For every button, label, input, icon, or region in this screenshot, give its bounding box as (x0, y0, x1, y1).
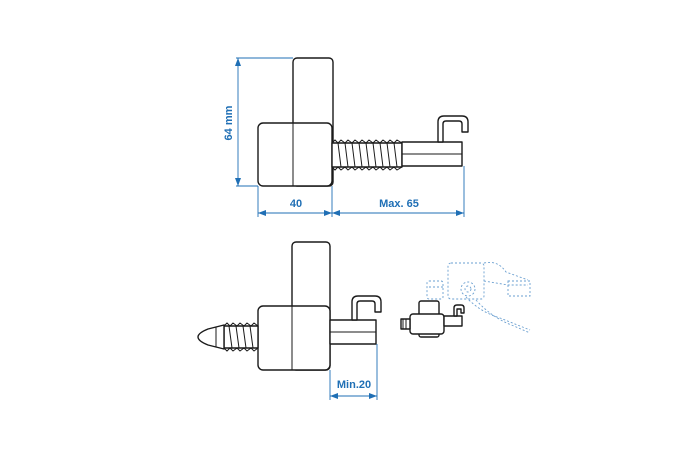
threaded-shaft (223, 322, 259, 352)
top-view-extended (257, 57, 469, 187)
bottom-view-retracted (197, 241, 382, 371)
min-length-label: Min.20 (337, 379, 371, 391)
threaded-shaft (331, 139, 403, 171)
width-label: 40 (290, 198, 302, 210)
mini-hook (453, 304, 465, 317)
hook (351, 295, 382, 321)
mini-pin (443, 315, 463, 327)
cone-tip (197, 324, 225, 350)
mounting-illustration (400, 261, 531, 338)
max-length-label: Max. 65 (379, 198, 419, 210)
knob-body (257, 122, 333, 187)
mini-knob (409, 313, 445, 335)
dimension-min (329, 344, 378, 400)
dimension-height (235, 57, 293, 187)
height-label: 64 mm (223, 105, 235, 140)
dimension-width (257, 166, 465, 217)
hook (437, 115, 469, 143)
knob-body (257, 305, 331, 371)
